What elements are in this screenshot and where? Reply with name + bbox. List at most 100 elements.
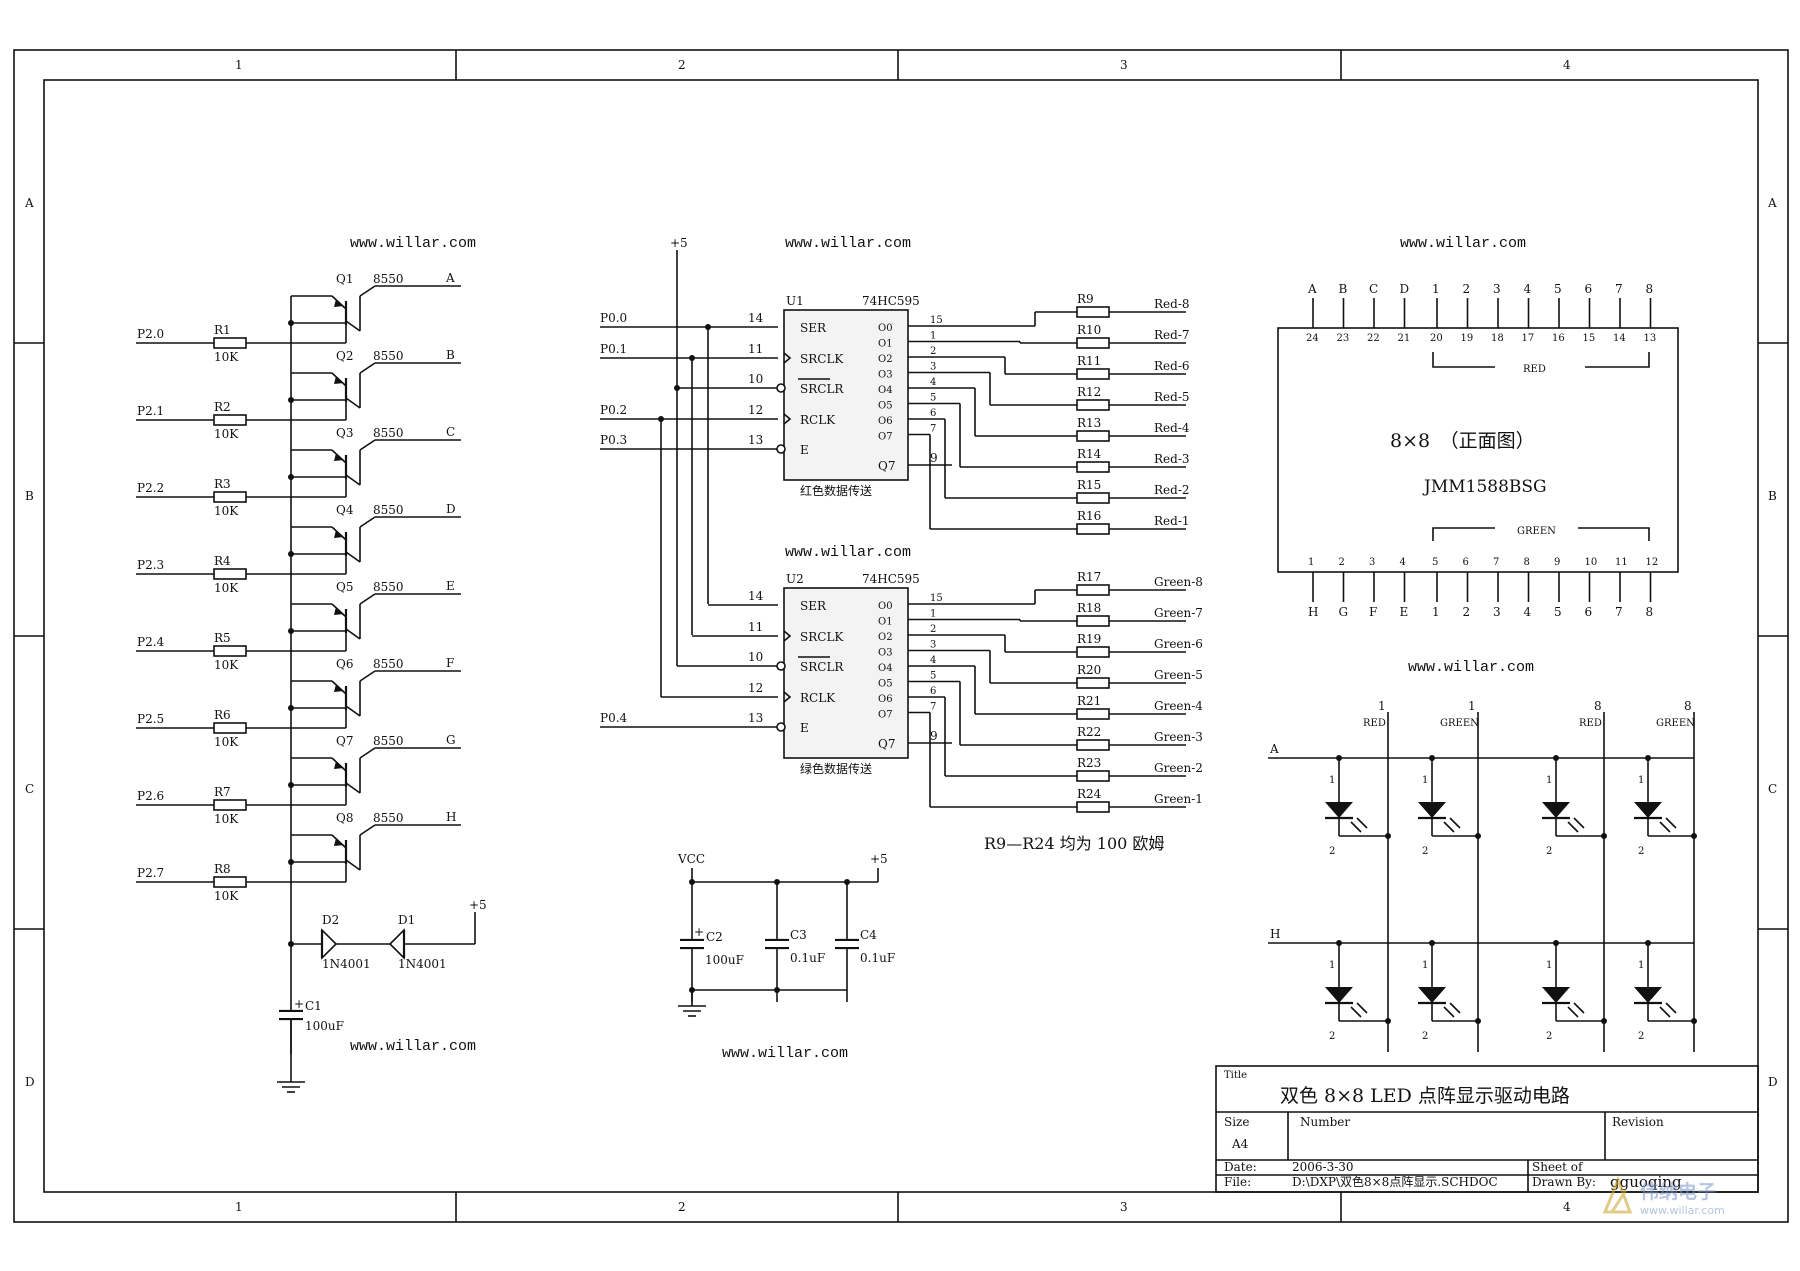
matrix-bottom-label: G [1339,605,1349,619]
matrix-top-label: 2 [1463,282,1471,296]
ic-ref: U1 [786,294,804,308]
watermark: www.willar.com [350,235,476,252]
column-number: 1 [1468,699,1476,713]
junction [1691,1018,1697,1024]
output-net-label: Green-3 [1154,730,1203,744]
led-pin: 1 [1638,960,1644,971]
input-net-label: P0.0 [600,311,627,325]
matrix-top-pin: 19 [1461,333,1474,344]
resistor [213,799,247,811]
size-value: A4 [1231,1137,1249,1151]
pin-name: RCLK [800,691,836,705]
output-net-label: Red-1 [1154,514,1190,528]
pin-number: 15 [930,315,943,326]
pin-number: 10 [748,650,763,664]
matrix-top-label: 5 [1554,282,1562,296]
matrix-title: 8×8 （正面图） [1390,430,1535,452]
junction [288,941,294,947]
cap-ref: C1 [305,999,322,1013]
diode-icon [388,928,405,960]
ic-caption: 红色数据传送 [800,483,872,498]
cap-ref: C2 [706,930,723,944]
pin-name: O5 [878,679,893,690]
pin-number: 2 [930,346,936,357]
row-output-label: H [446,810,456,824]
resistor [1076,430,1110,442]
input-net-label: P0.1 [600,342,627,356]
matrix-top-label: 1 [1432,282,1440,296]
transistor-type: 8550 [373,734,404,748]
diode-icon [321,928,338,960]
resistor [213,491,247,503]
frame-column-label: 3 [1120,1200,1128,1214]
transistor-type: 8550 [373,811,404,825]
resistor-ref: R20 [1077,663,1101,677]
frame-column-label: 1 [235,58,243,72]
pin-name: SRCLR [800,660,844,674]
row-output-label: G [446,733,456,747]
row-label: H [1270,927,1280,941]
logo-mark-icon [1602,1175,1633,1214]
resistor-ref: R21 [1077,694,1101,708]
resistor-ref: R2 [214,400,231,414]
matrix-top-label: 7 [1615,282,1623,296]
resistor-ref: R7 [214,785,231,799]
resistor-ref: R23 [1077,756,1101,770]
size-label: Size [1224,1115,1249,1129]
led-icon [1634,802,1662,818]
pin-name: Q7 [878,459,895,473]
pin-name: O3 [878,648,893,659]
pin-name: O5 [878,401,893,412]
pin-number: 1 [930,331,936,342]
resistor [213,876,247,888]
pin-number: 14 [748,589,764,603]
resistor-ref: R6 [214,708,231,722]
green-label: GREEN [1517,526,1556,537]
matrix-bottom-label: 2 [1463,605,1471,619]
output-net-label: Green-1 [1154,792,1203,806]
pin-number: 12 [748,681,763,695]
output-net-label: Red-7 [1154,328,1190,342]
matrix-bottom-pin: 8 [1524,557,1530,568]
row-output-label: D [446,502,456,516]
power-filter-caps: VCC +5 + C2 100uF C3 0.1uF C4 0.1uF [677,852,895,1017]
output-net-label: Green-5 [1154,668,1203,682]
revision-label: Revision [1612,1115,1664,1129]
matrix-top-pin: 22 [1367,333,1380,344]
matrix-bottom-pin: 3 [1369,557,1375,568]
junction [1691,833,1697,839]
transistor-ref: Q1 [336,272,353,286]
pin-number: 9 [930,451,938,465]
resistor [1076,337,1110,349]
led-pin: 1 [1329,775,1335,786]
input-net-label: P2.7 [137,866,164,880]
resistor-ref: R8 [214,862,231,876]
pin-name: RCLK [800,413,836,427]
matrix-bottom-pin: 7 [1493,557,1499,568]
junction [1385,833,1391,839]
resistor-ref: R12 [1077,385,1101,399]
input-net-label: P0.4 [600,711,628,725]
led-icon [1325,802,1353,818]
resistor [1076,770,1110,782]
resistor [1076,708,1110,720]
matrix-bottom-label: 6 [1585,605,1593,619]
resistor-ref: R9 [1077,292,1094,306]
resistor-value: 10K [214,350,239,364]
matrix-top-pin: 16 [1552,333,1565,344]
resistor-value: 10K [214,427,239,441]
cap-value: 100uF [705,953,744,967]
resistor-ref: R4 [214,554,231,568]
matrix-top-pin: 21 [1398,333,1411,344]
drawn-value: gguoqing [1610,1173,1682,1191]
row-output-label: B [446,348,455,362]
column-color: RED [1363,718,1386,729]
transistor-ref: Q5 [336,580,353,594]
led-pin: 2 [1329,846,1335,857]
pin-name: O1 [878,617,893,628]
resistor-ref: R11 [1077,354,1101,368]
watermark: www.willar.com [1400,235,1526,252]
led-pin: 1 [1422,775,1428,786]
resistor [1076,306,1110,318]
matrix-bottom-pin: 12 [1646,557,1659,568]
